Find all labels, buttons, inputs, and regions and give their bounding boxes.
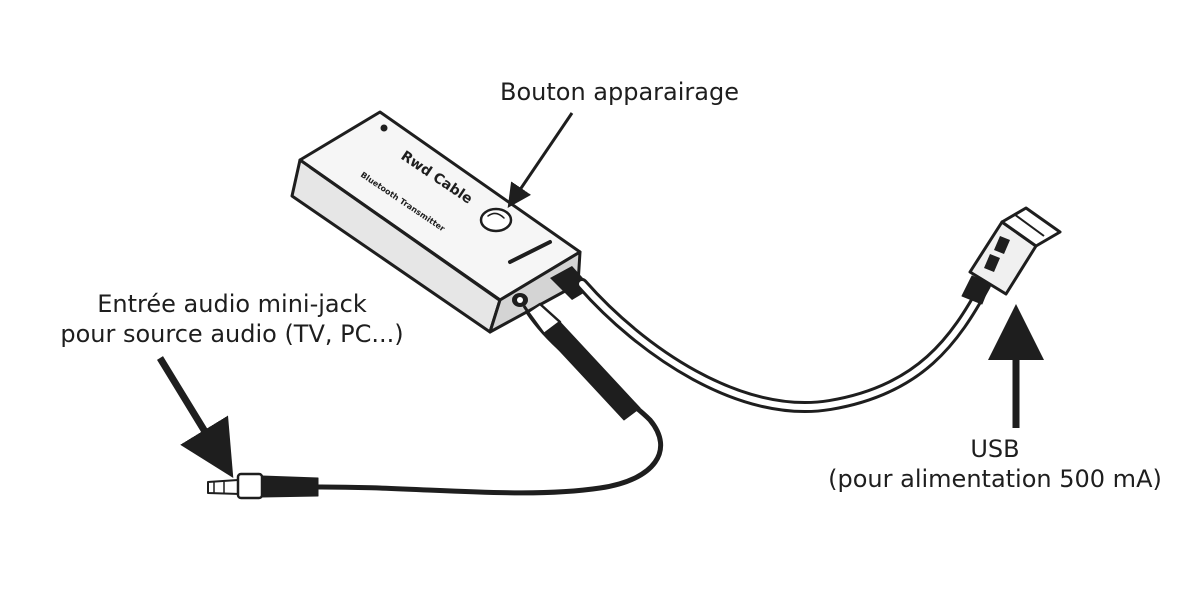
- label-usb: USB (pour alimentation 500 mA): [800, 434, 1190, 494]
- transmitter-box: [290, 110, 592, 334]
- arrow-pairing: [507, 112, 574, 208]
- label-usb-line2: (pour alimentation 500 mA): [828, 465, 1162, 493]
- arrow-audio-input: [157, 356, 234, 478]
- label-audio-input-line1: Entrée audio mini-jack: [97, 290, 367, 318]
- usb-cable: [576, 278, 991, 413]
- label-pairing-button: Bouton apparairage: [500, 78, 739, 106]
- mini-jack-plug: [207, 472, 319, 500]
- usb-plug: [961, 206, 1062, 305]
- label-audio-input-line2: pour source audio (TV, PC...): [60, 320, 404, 348]
- label-usb-line1: USB: [970, 435, 1020, 463]
- label-audio-input: Entrée audio mini-jack pour source audio…: [22, 289, 442, 349]
- audio-plug-box-end: [522, 302, 641, 421]
